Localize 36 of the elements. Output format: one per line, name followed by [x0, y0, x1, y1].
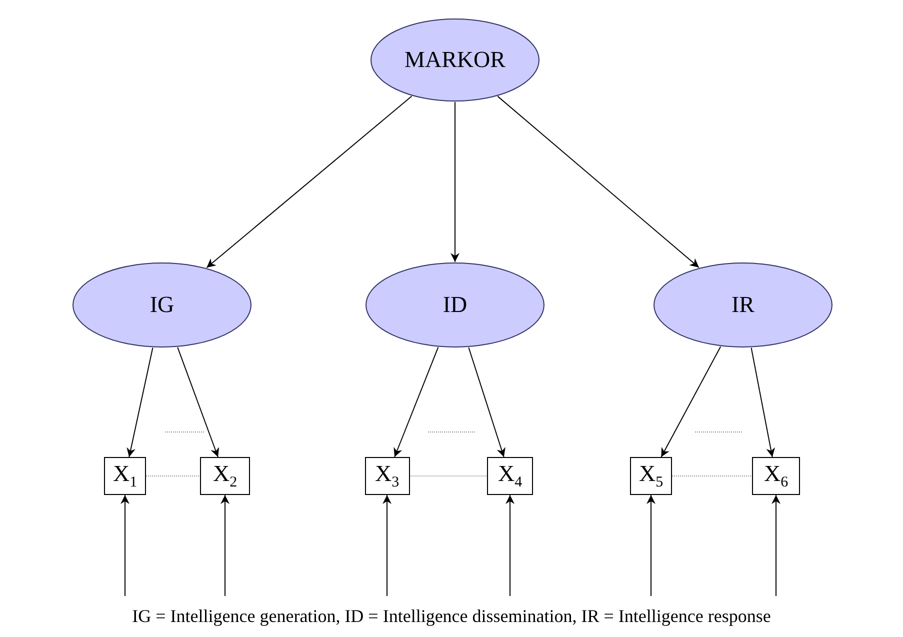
arrow	[506, 494, 514, 596]
arrow	[772, 494, 780, 596]
node-label: ID	[442, 292, 468, 318]
arrow	[394, 346, 439, 458]
construct-ellipse	[72, 262, 252, 348]
arrow	[646, 494, 656, 596]
indicator-box	[364, 457, 410, 495]
node-label: X$_{4}$	[498, 460, 522, 492]
indicator-box	[752, 457, 800, 495]
arrow	[382, 494, 392, 596]
construct-ellipse	[653, 262, 833, 348]
arrow	[468, 347, 506, 458]
indicator-box	[104, 457, 146, 495]
arrow	[220, 494, 230, 596]
node-label: X$_{1}$	[112, 460, 138, 492]
node-label: X$_{3}$	[374, 460, 400, 492]
arrow	[660, 346, 722, 458]
indicator-box	[200, 457, 250, 495]
indicator-box	[630, 457, 672, 495]
construct-ellipse	[370, 18, 540, 102]
construct-ellipse	[365, 262, 545, 348]
indicator-box	[487, 457, 533, 495]
arrow	[206, 96, 412, 268]
node-label: X$_{2}$	[212, 460, 238, 492]
node-label: X$_{5}$	[638, 460, 664, 492]
arrow	[177, 346, 220, 458]
node-label: MARKOR	[404, 47, 506, 73]
arrow	[120, 494, 130, 596]
caption: IG = Intelligence generation, ID = Intelligence dissemination, IR = Intelligence response	[131, 606, 772, 627]
node-label: IG	[150, 292, 174, 318]
arrow	[126, 347, 154, 458]
node-label: X$_{6}$	[764, 460, 788, 492]
arrow	[750, 347, 776, 458]
arrow	[450, 102, 460, 262]
node-label: IR	[732, 292, 754, 318]
arrow	[497, 96, 700, 268]
